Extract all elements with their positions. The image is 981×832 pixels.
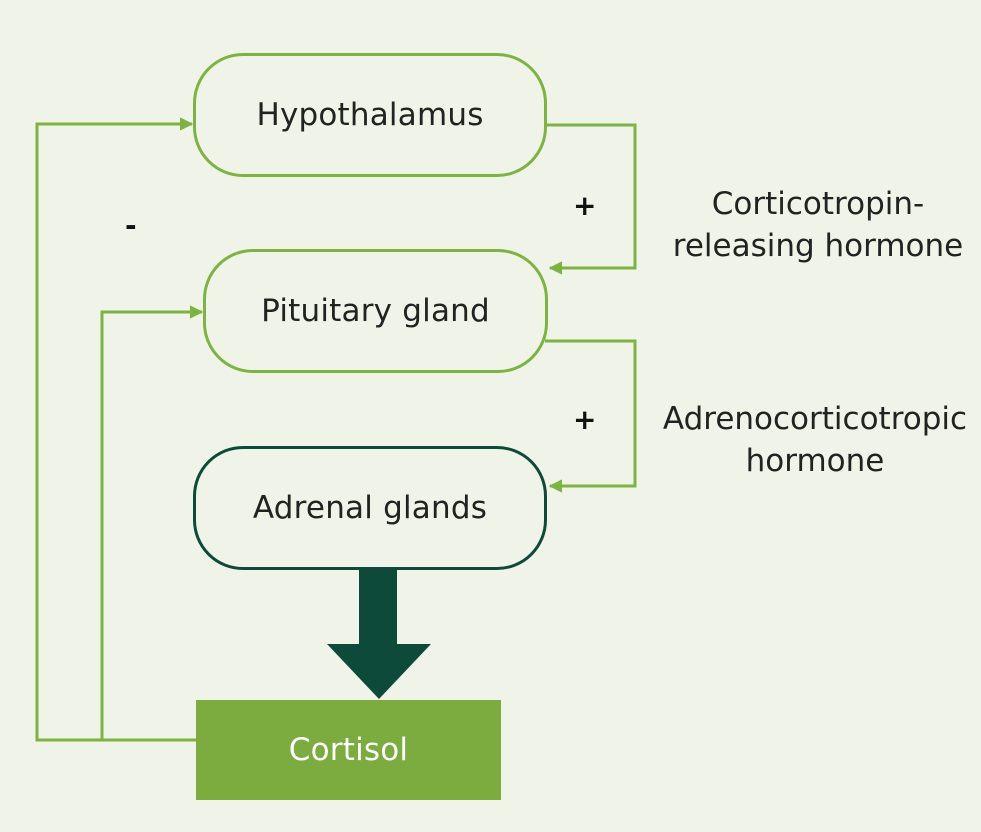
pituitary-gland-label: Pituitary gland [261,293,490,329]
crh-arrow [545,123,637,275]
hypothalamus-node: Hypothalamus [193,53,547,177]
crh-label: Corticotropin- releasing hormone [660,183,976,267]
pituitary-gland-node: Pituitary gland [203,249,548,373]
crh-label-line1: Corticotropin- [711,186,925,222]
feedback-hypothalamus-arrow [35,117,196,742]
acth-arrow [545,339,637,493]
negative-sign-feedback: - [125,209,137,242]
hypothalamus-label: Hypothalamus [256,97,484,133]
acth-label: Adrenocorticotropic hormone [652,398,978,482]
feedback-pituitary-arrow [100,305,204,740]
adrenal-glands-label: Adrenal glands [252,490,488,526]
positive-sign-acth: + [573,403,597,436]
cortisol-label: Cortisol [288,732,409,768]
acth-label-line1: Adrenocorticotropic [662,401,968,437]
adrenal-glands-node: Adrenal glands [193,446,547,570]
crh-label-line2: releasing hormone [672,228,964,264]
acth-label-line2: hormone [745,443,885,479]
adrenal-to-cortisol-arrow [327,569,431,699]
positive-sign-crh: + [573,189,597,222]
cortisol-node: Cortisol [196,700,501,800]
